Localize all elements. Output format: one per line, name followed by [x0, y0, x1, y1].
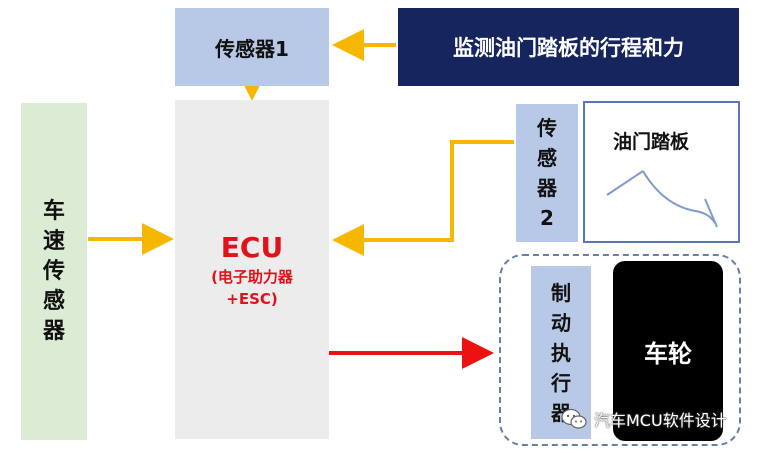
ecu-box: ECU (电子助力器 +ESC)	[175, 100, 329, 439]
ecu-subtitle-line2: +ESC)	[226, 288, 277, 310]
sensor1-box: 传感器1	[175, 8, 329, 86]
sensor2-label: 传感器2	[536, 113, 558, 233]
speed-sensor-box: 车速传感器	[21, 103, 87, 440]
sensor2-box: 传感器2	[516, 104, 578, 242]
monitor-label: 监测油门踏板的行程和力	[453, 32, 684, 62]
wheel-label: 车轮	[644, 334, 692, 369]
ecu-title: ECU	[221, 230, 283, 266]
pedal-panel: 油门踏板	[583, 101, 740, 243]
watermark: 汽车MCU软件设计	[560, 405, 727, 433]
wechat-icon	[560, 407, 588, 431]
monitor-banner: 监测油门踏板的行程和力	[398, 8, 739, 86]
sensor1-label: 传感器1	[215, 33, 289, 62]
pedal-sketch-icon	[585, 103, 738, 241]
watermark-text: 汽车MCU软件设计	[594, 407, 727, 431]
speed-sensor-label: 车速传感器	[41, 197, 67, 347]
ecu-subtitle-line1: (电子助力器	[211, 266, 293, 288]
arrow-sensor2-to-ecu	[340, 142, 514, 240]
